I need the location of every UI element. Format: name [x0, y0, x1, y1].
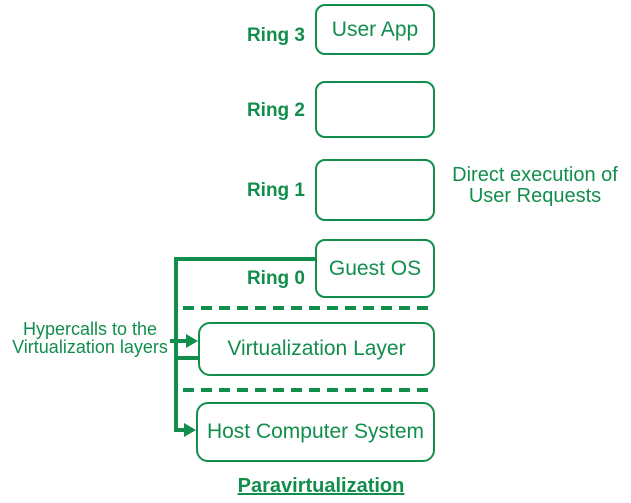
user-app-box: User App: [315, 4, 435, 55]
diagram-title: Paravirtualization: [237, 475, 405, 497]
host-arrow-line: [174, 428, 188, 432]
hypercalls-note-line2: Virtualization layers: [12, 337, 168, 357]
guest-os-connector-line: [174, 257, 315, 261]
virtualization-layer-box: Virtualization Layer: [198, 322, 435, 376]
privilege-separator-dashed-line-1: [183, 306, 428, 310]
guest-os-box: Guest OS: [315, 239, 435, 298]
right-arrowhead-icon-virtualization: [186, 334, 198, 348]
ring-0-label: Ring 0: [246, 268, 305, 289]
ring-2-box: [315, 81, 435, 138]
direct-execution-note: Direct execution of User Requests: [440, 165, 630, 207]
ring-1-box: [315, 159, 435, 221]
hypercalls-note-line1: Hypercalls to the: [22, 319, 158, 339]
ring-3-label: Ring 3: [246, 25, 305, 46]
hypercall-arrow-line: [170, 339, 190, 343]
virtualization-branch-line: [174, 356, 198, 360]
privilege-separator-dashed-line-2: [183, 388, 428, 392]
direct-execution-note-line1: Direct execution of: [452, 164, 618, 186]
right-arrowhead-icon-host: [184, 423, 196, 437]
ring-2-label: Ring 2: [246, 100, 305, 121]
host-computer-system-box: Host Computer System: [196, 402, 435, 462]
hypercalls-note: Hypercalls to the Virtualization layers: [0, 320, 180, 356]
hypercall-vertical-line: [174, 257, 178, 432]
ring-1-label: Ring 1: [246, 180, 305, 201]
direct-execution-note-line2: User Requests: [468, 185, 602, 207]
